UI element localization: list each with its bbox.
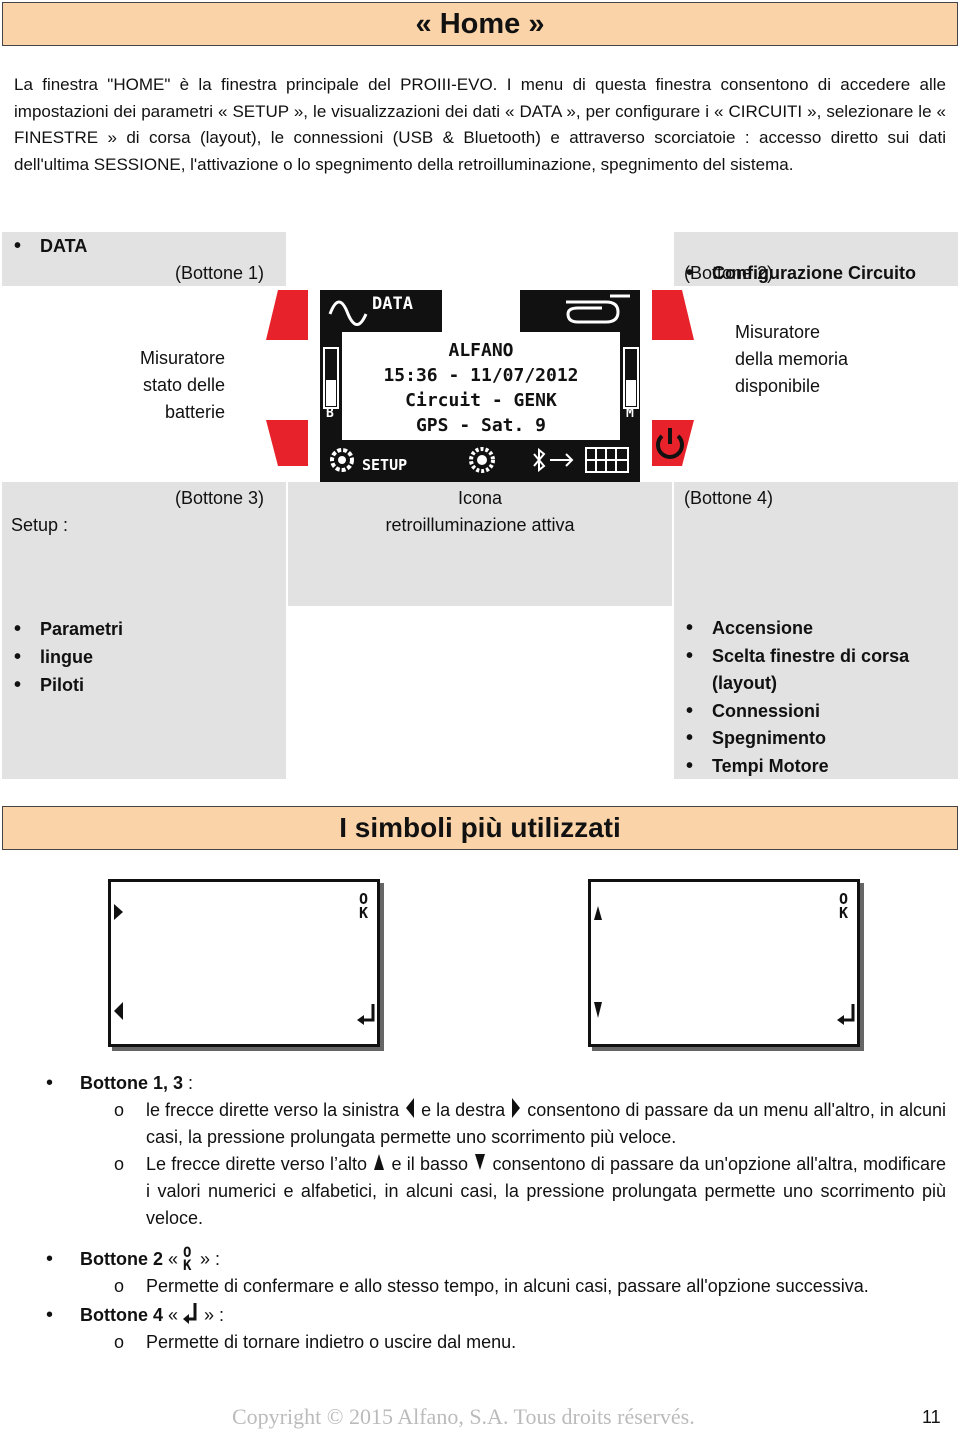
button2-label: (Bottone 2) (684, 263, 774, 283)
list-item: Piloti (14, 671, 123, 699)
battery-letter: B (326, 406, 334, 421)
list-item: Connessioni (686, 698, 946, 726)
circuit-config-label: Configurazione Circuito (686, 260, 960, 287)
down-arrow-icon (594, 1002, 602, 1018)
list-item: Tempi Motore (686, 753, 946, 781)
list-item: Spegnimento (686, 725, 946, 753)
backlight-icon-label: Icona retroilluminazione attiva (385, 488, 575, 535)
memory-meter-label: Misuratore della memoria disponibile (735, 322, 849, 396)
down-arrow-icon (475, 1154, 486, 1170)
screen-line-4: GPS - Sat. 9 (415, 415, 547, 436)
bottone-2-sub: o Permette di confermare e allo stesso t… (114, 1276, 869, 1297)
button1-shape (266, 290, 308, 340)
button3-shape (266, 420, 308, 466)
right-arrow-icon (512, 1098, 521, 1118)
ok-icon: OK (359, 890, 369, 922)
screen-data-text: DATA (372, 294, 413, 314)
page-title-bar: « Home » (2, 2, 958, 46)
button3-label: (Bottone 3) (175, 488, 265, 508)
right-arrow-icon (114, 904, 123, 920)
up-arrow-icon (374, 1154, 385, 1170)
bottone-1-3-sub1: o le frecce dirette verso la sinistra e … (114, 1098, 946, 1147)
up-arrow-icon (594, 906, 602, 920)
setup-items-list: Parametri lingue Piloti (14, 615, 123, 699)
footer-copyright: Copyright © 2015 Alfano, S.A. Tous droit… (232, 1404, 695, 1429)
bottone-1-3-sub2: o Le frecce dirette verso l’alto e il ba… (114, 1154, 946, 1228)
left-arrow-icon (114, 1002, 123, 1020)
data-label: DATA (14, 233, 960, 260)
button2-shape (652, 290, 694, 340)
list-item: Parametri (14, 615, 123, 643)
explanations: Bottone 1, 3 : o le frecce dirette verso… (46, 1070, 946, 1356)
screen-setup-text: SETUP (362, 456, 408, 474)
center-box (288, 482, 672, 606)
symbols-title-bar: I simboli più utilizzati (2, 806, 958, 850)
list-item: Accensione (686, 615, 946, 643)
screen-line-2: 15:36 - 11/07/2012 (383, 365, 579, 386)
button1-label: (Bottone 1) (175, 263, 265, 283)
page-title: « Home » (415, 8, 545, 40)
ok-icon: OK (183, 1245, 192, 1275)
left-arrow-icon (406, 1098, 415, 1118)
bottone-4-sub: o Permette di tornare indietro o uscire … (114, 1332, 517, 1353)
ok-icon: OK (839, 890, 849, 922)
device-illustration: DATA SETUP B M ALFANO 15:36 - 11/07/2012… (266, 288, 694, 484)
button4-items-list: Accensione Scelta finestre di corsa (lay… (686, 615, 946, 780)
bottone-2-item: Bottone 2 « OK » : (46, 1246, 946, 1273)
page-number: 11 (922, 1407, 941, 1427)
bottone-1-3-item: Bottone 1, 3 : (46, 1070, 946, 1097)
setup-label: Setup : (11, 515, 69, 535)
list-item: Scelta finestre di corsa (layout) (686, 643, 932, 698)
back-icon (843, 1004, 855, 1022)
battery-meter-label: Misuratore stato delle batterie (139, 348, 225, 422)
symbols-title: I simboli più utilizzati (339, 812, 621, 843)
symbol-screen-up-down: OK (588, 879, 860, 1047)
symbol-screen-left-right: OK (108, 879, 380, 1047)
memory-letter: M (626, 406, 634, 421)
screen-line-3: Circuit - GENK (405, 390, 557, 411)
button4-label: (Bottone 4) (684, 488, 774, 508)
screen-line-1: ALFANO (448, 340, 514, 361)
intro-paragraph: La finestra "HOME" è la finestra princip… (14, 75, 946, 174)
back-icon (363, 1004, 375, 1022)
device-frame (266, 290, 694, 482)
list-item: lingue (14, 643, 123, 671)
bottone-4-item: Bottone 4 « » : (46, 1302, 946, 1329)
back-icon (183, 1303, 197, 1325)
